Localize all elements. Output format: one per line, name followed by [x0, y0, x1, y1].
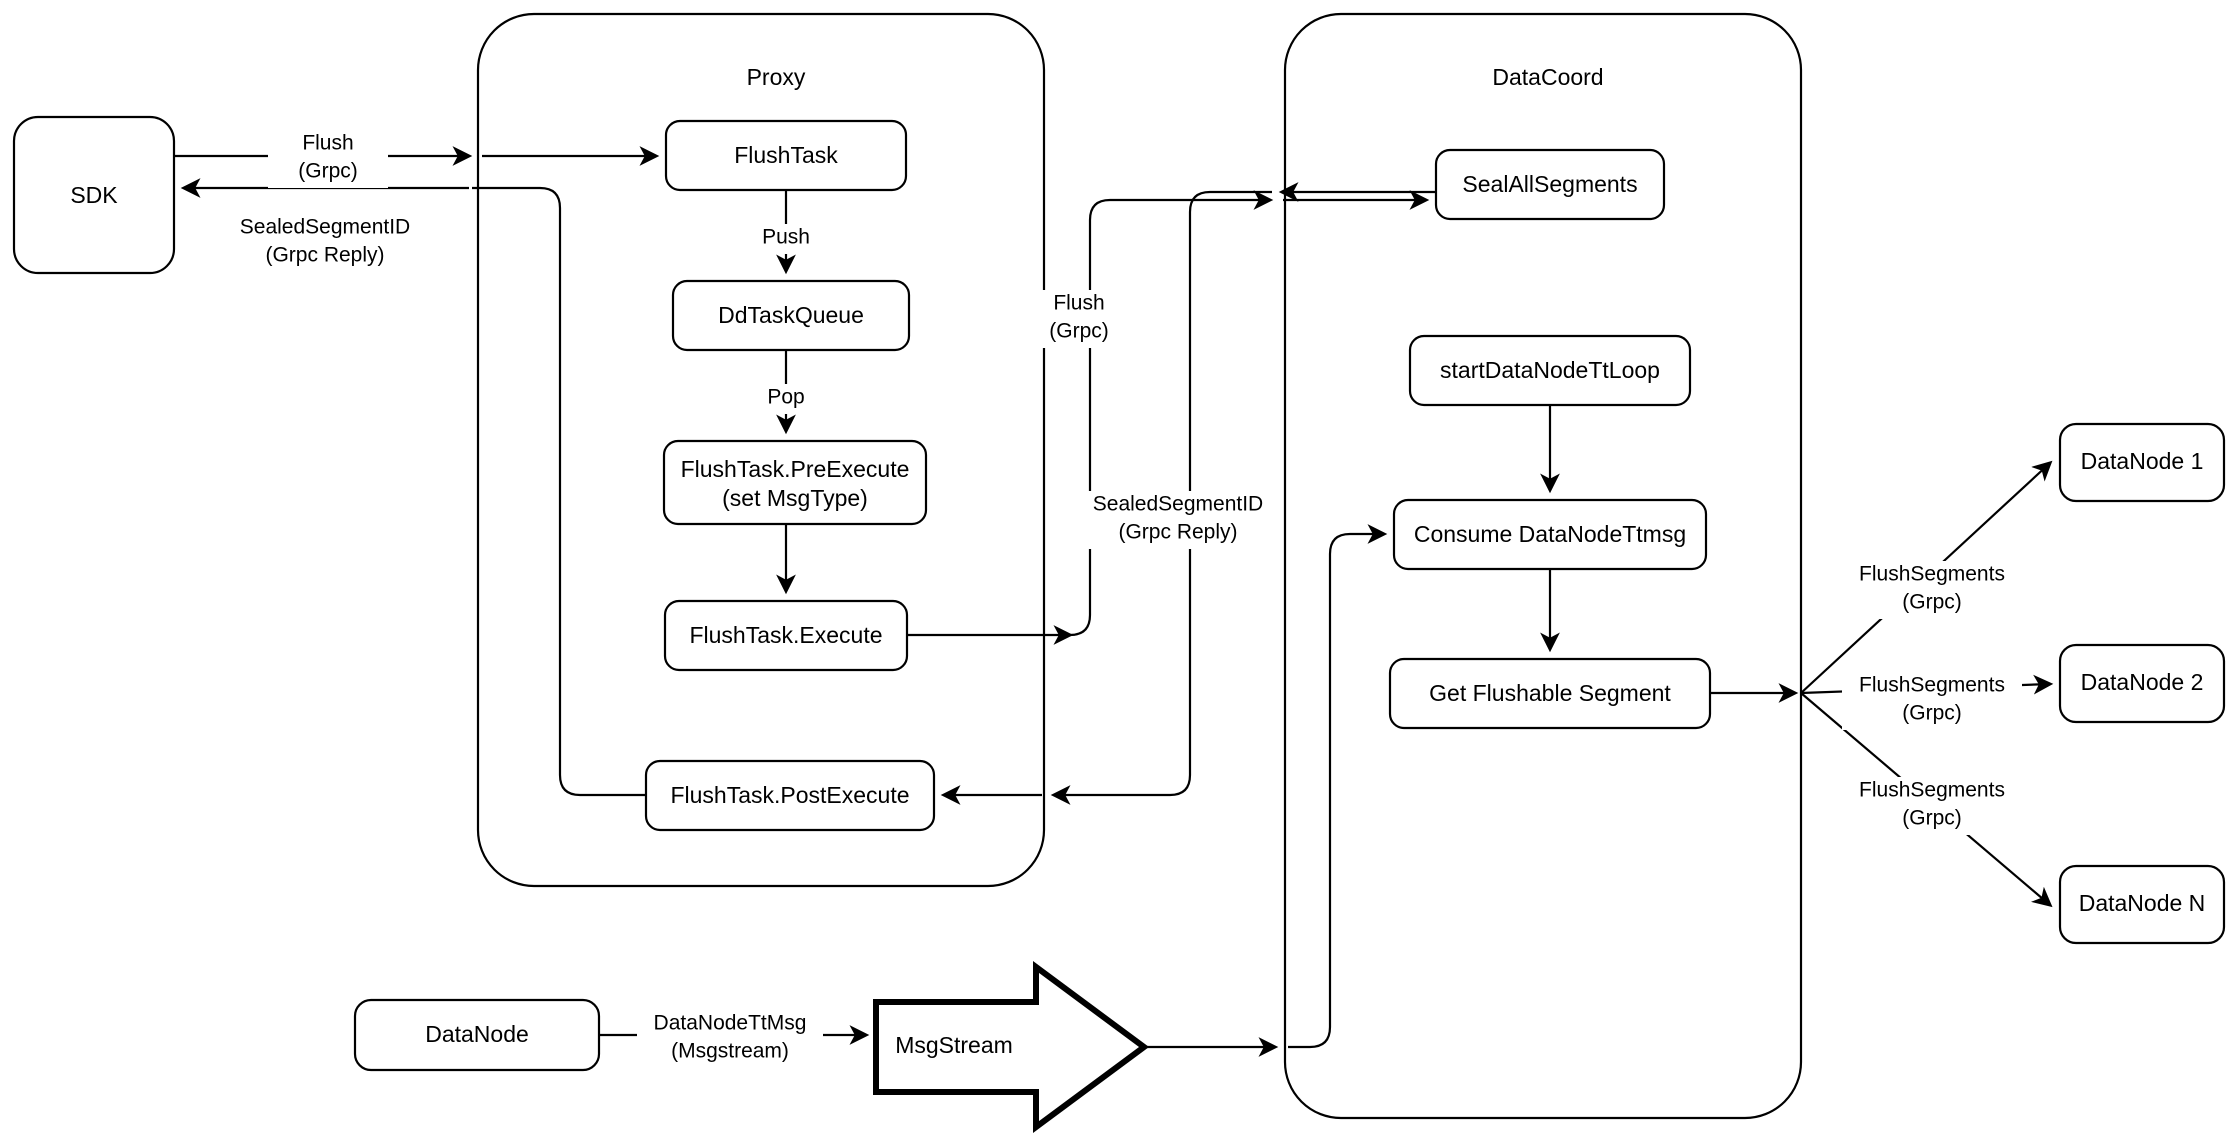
datacoord-container	[1283, 12, 1803, 1120]
datanode-1-label: DataNode 1	[2081, 448, 2204, 474]
node-datanode-1[interactable]: DataNode 1	[2058, 422, 2226, 503]
label-bg	[1842, 777, 2022, 835]
node-sealallsegments[interactable]: SealAllSegments	[1434, 148, 1666, 221]
edge-label-sealedsegmentid-proxy: SealedSegmentID (Grpc Reply)	[1076, 491, 1282, 549]
sdk-box[interactable]	[12, 115, 176, 275]
sealallsegments-label: SealAllSegments	[1462, 171, 1637, 197]
get-flushable-segment-box[interactable]	[1388, 657, 1712, 730]
edge-label-datanodettmsg: DataNodeTtMsg (Msgstream)	[637, 1010, 823, 1068]
datanode-n-label: DataNode N	[2079, 890, 2206, 916]
group-datacoord: DataCoord	[1283, 12, 1803, 1120]
datanode-2-label: DataNode 2	[2081, 669, 2204, 695]
sealedsegmentid-sdk-line2: (Grpc Reply)	[265, 244, 384, 267]
proxy-title: Proxy	[747, 64, 806, 90]
node-startdatanodettloop[interactable]: startDataNodeTtLoop	[1408, 334, 1692, 407]
preexecute-label-line1: FlushTask.PreExecute	[681, 456, 910, 482]
label-bg	[1076, 491, 1282, 549]
push-label: Push	[762, 226, 810, 249]
flush-grpc-proxy-line1: Flush	[1053, 292, 1104, 315]
node-datanode-2[interactable]: DataNode 2	[2058, 643, 2226, 724]
label-bg	[268, 128, 388, 188]
flushtask-label: FlushTask	[734, 142, 838, 168]
flushsegments-2-line1: FlushSegments	[1859, 674, 2005, 697]
label-bg	[756, 384, 818, 414]
preexecute-label-line2: (set MsgType)	[722, 485, 868, 511]
node-flushtask-preexecute[interactable]: FlushTask.PreExecute (set MsgType)	[662, 439, 928, 526]
datanodettmsg-line2: (Msgstream)	[671, 1040, 789, 1063]
node-flushtask-postexecute[interactable]: FlushTask.PostExecute	[644, 759, 936, 832]
flushsegments-1-line1: FlushSegments	[1859, 563, 2005, 586]
node-datanode-n[interactable]: DataNode N	[2058, 864, 2226, 945]
proxy-container	[476, 12, 1046, 888]
flushsegments-2-line2: (Grpc)	[1902, 702, 1962, 725]
flushtask-box[interactable]	[664, 119, 908, 192]
datanode-2-box[interactable]	[2058, 643, 2226, 724]
sealedsegmentid-proxy-line1: SealedSegmentID	[1093, 493, 1263, 516]
execute-label: FlushTask.Execute	[689, 622, 882, 648]
label-bg	[752, 224, 822, 254]
node-msgstream[interactable]: MsgStream	[873, 961, 1150, 1133]
edge-label-sealedsegmentid-sdk: SealedSegmentID (Grpc Reply)	[222, 214, 428, 272]
consume-datanodettmsg-label: Consume DataNodeTtmsg	[1414, 521, 1686, 547]
datanode-n-box[interactable]	[2058, 864, 2226, 945]
group-proxy: Proxy	[476, 12, 1046, 888]
label-bg	[637, 1010, 823, 1068]
edge-label-flush-grpc-sdk: Flush (Grpc)	[268, 128, 388, 188]
postexecute-box[interactable]	[644, 759, 936, 832]
node-datanode-bottom[interactable]: DataNode	[353, 998, 601, 1072]
edge-label-flushsegments-3: FlushSegments (Grpc)	[1842, 777, 2022, 835]
pop-label: Pop	[767, 386, 804, 409]
startdatanodettloop-label: startDataNodeTtLoop	[1440, 357, 1660, 383]
datanode-1-box[interactable]	[2058, 422, 2226, 503]
sealedsegmentid-sdk-line1: SealedSegmentID	[240, 216, 410, 239]
flushsegments-1-line2: (Grpc)	[1902, 591, 1962, 614]
label-bg	[1024, 290, 1136, 348]
edge-label-flush-grpc-proxy: Flush (Grpc)	[1024, 290, 1136, 348]
flushsegments-3-line1: FlushSegments	[1859, 779, 2005, 802]
edge-label-pop: Pop	[756, 384, 818, 414]
edge-label-flushsegments-2: FlushSegments (Grpc)	[1842, 672, 2022, 730]
node-sdk[interactable]: SDK	[12, 115, 176, 275]
node-ddtaskqueue[interactable]: DdTaskQueue	[671, 279, 911, 352]
preexecute-box[interactable]	[662, 439, 928, 526]
ddtaskqueue-box[interactable]	[671, 279, 911, 352]
edge-flush-riser-to-datacoord	[1069, 190, 1274, 637]
sealedsegmentid-proxy-line2: (Grpc Reply)	[1118, 521, 1237, 544]
node-flushtask[interactable]: FlushTask	[664, 119, 908, 192]
datacoord-title: DataCoord	[1492, 64, 1603, 90]
ddtaskqueue-label: DdTaskQueue	[718, 302, 864, 328]
msgstream-arrow-shape[interactable]	[873, 961, 1150, 1133]
edge-label-flushsegments-1: FlushSegments (Grpc)	[1842, 561, 2022, 619]
edge-label-push: Push	[752, 224, 822, 254]
label-bg	[1842, 672, 2022, 730]
flushsegments-3-line2: (Grpc)	[1902, 807, 1962, 830]
sdk-label: SDK	[70, 182, 118, 208]
postexecute-label: FlushTask.PostExecute	[670, 782, 909, 808]
flush-grpc-proxy-line2: (Grpc)	[1049, 320, 1109, 343]
get-flushable-segment-label: Get Flushable Segment	[1429, 680, 1671, 706]
consume-datanodettmsg-box[interactable]	[1392, 498, 1708, 571]
edge-postexecute-to-reply-riser	[472, 186, 646, 797]
datanode-bottom-box[interactable]	[353, 998, 601, 1072]
node-get-flushable-segment[interactable]: Get Flushable Segment	[1388, 657, 1712, 730]
msgstream-label: MsgStream	[895, 1032, 1013, 1058]
datanode-bottom-label: DataNode	[425, 1021, 529, 1047]
execute-box[interactable]	[663, 599, 909, 672]
sealallsegments-box[interactable]	[1434, 148, 1666, 221]
flush-grpc-sdk-line2: (Grpc)	[298, 160, 358, 183]
flush-grpc-sdk-line1: Flush	[302, 132, 353, 155]
edge-datacoord-boundary-to-consume	[1288, 524, 1388, 1049]
datanodettmsg-line1: DataNodeTtMsg	[654, 1012, 807, 1035]
node-consume-datanodettmsg[interactable]: Consume DataNodeTtmsg	[1392, 498, 1708, 571]
label-bg	[1842, 561, 2022, 619]
node-flushtask-execute[interactable]: FlushTask.Execute	[663, 599, 909, 672]
label-bg	[222, 214, 428, 272]
startdatanodettloop-box[interactable]	[1408, 334, 1692, 407]
